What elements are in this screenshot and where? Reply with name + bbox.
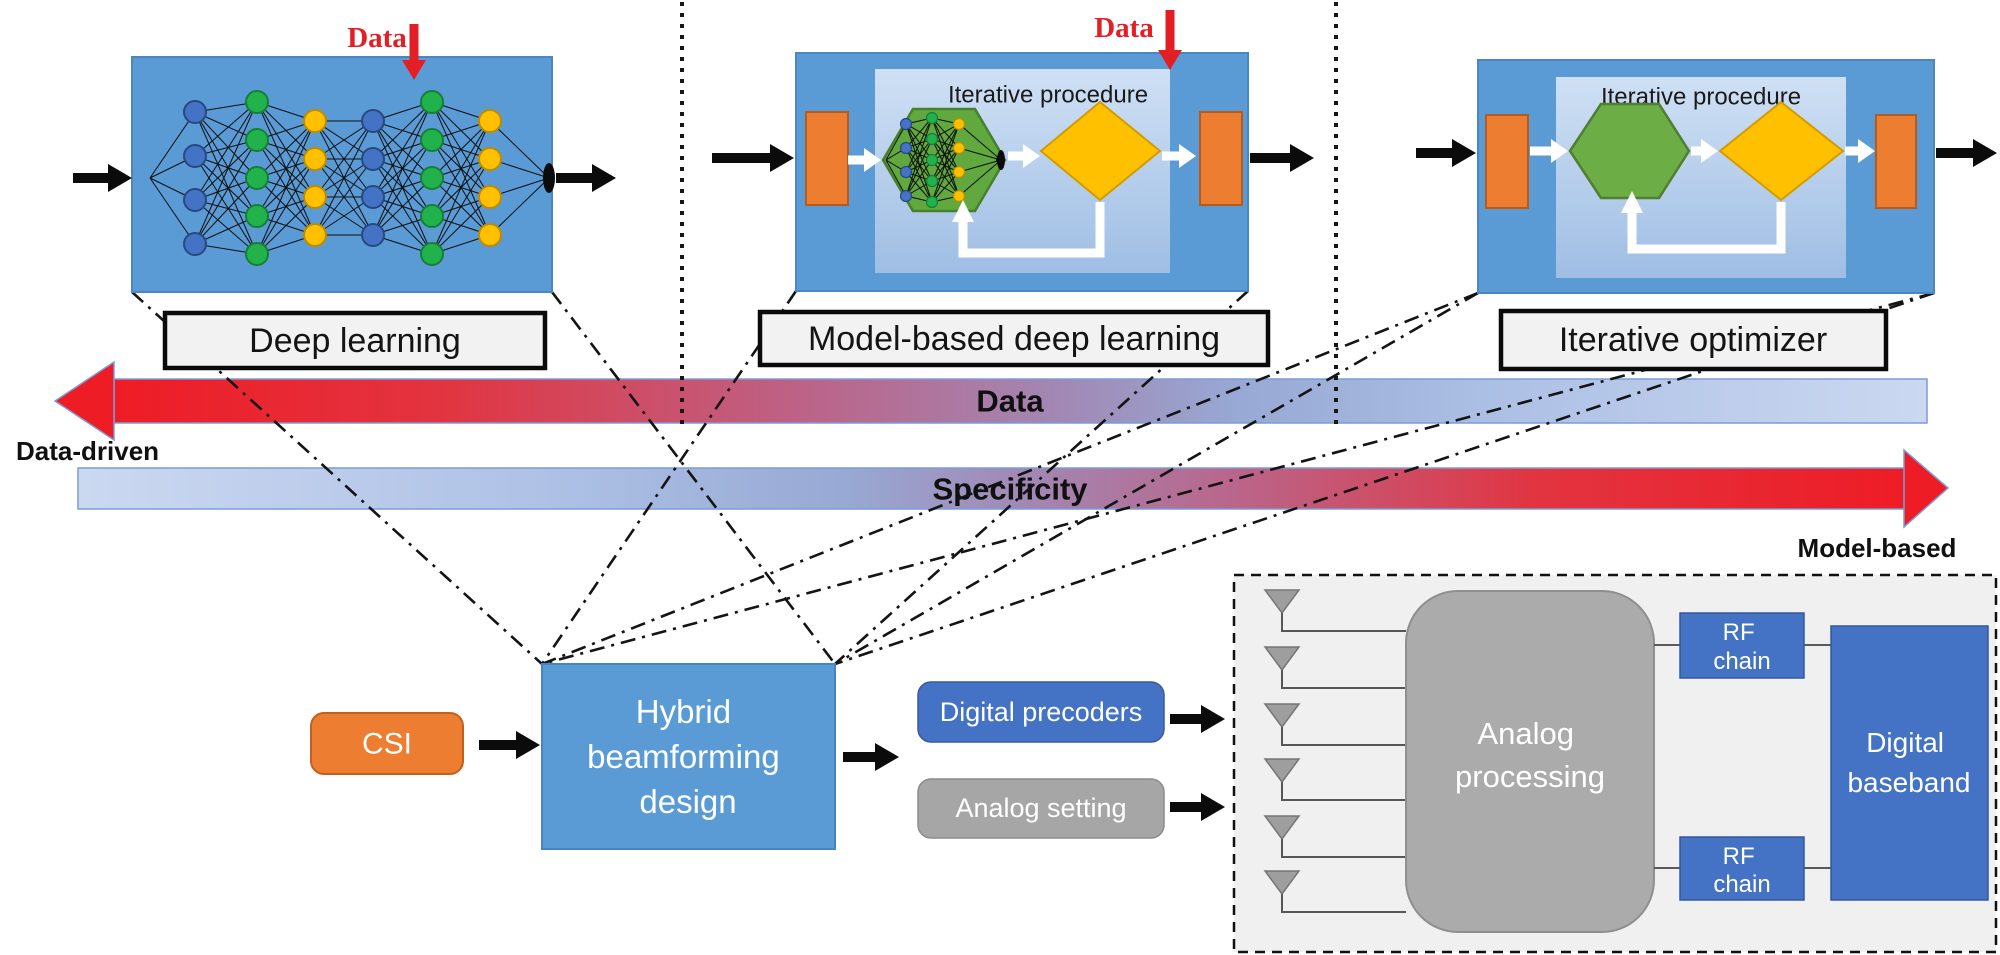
csi-box: CSI bbox=[310, 712, 464, 775]
digital-baseband-line1: Digital bbox=[1866, 727, 1944, 758]
decision-diamond-icon bbox=[1039, 100, 1162, 202]
hybrid-label-line1: Hybrid bbox=[636, 693, 731, 730]
data-axis-label: Data bbox=[976, 384, 1044, 419]
analog-setting-box: Analog setting bbox=[917, 778, 1165, 839]
hybrid-beamforming-design-box: Hybrid beamforming design bbox=[541, 663, 836, 850]
svg-text:Digital baseband: Digital baseband bbox=[1847, 727, 1970, 798]
rf-chain-bottom-line2: chain bbox=[1713, 871, 1770, 898]
specificity-axis-bar: Specificity bbox=[77, 448, 1950, 529]
flow-arrow-icons bbox=[73, 139, 1997, 821]
digital-baseband-box: Digital baseband bbox=[1830, 625, 1989, 901]
converge-node-icon bbox=[543, 163, 555, 193]
iterative-procedure-label-1: Iterative procedure bbox=[948, 82, 1148, 109]
hybrid-label-line3: design bbox=[639, 783, 736, 820]
digital-baseband-line2: baseband bbox=[1847, 767, 1970, 798]
data-axis-bar: Data bbox=[53, 360, 1928, 442]
analog-processing-block bbox=[1405, 590, 1655, 933]
data-axis-left-arrowhead-icon bbox=[53, 360, 115, 442]
analog-setting-label: Analog setting bbox=[955, 793, 1126, 823]
svg-text:RF chain: RF chain bbox=[1713, 843, 1770, 898]
svg-text:Hybrid beamforming: Hybrid beamforming design bbox=[587, 693, 789, 820]
model-based-label: Model-based bbox=[1798, 533, 1957, 563]
antenna-array bbox=[1263, 589, 1406, 913]
output-layer-block bbox=[1875, 114, 1917, 209]
csi-label: CSI bbox=[362, 728, 412, 761]
stage-arrow-icons bbox=[848, 139, 1875, 172]
specificity-axis-label: Specificity bbox=[932, 472, 1088, 507]
hybrid-label-line2: beamforming bbox=[587, 738, 780, 775]
neural-network-figure bbox=[149, 90, 550, 266]
data-driven-label: Data-driven bbox=[16, 436, 159, 466]
analog-processing-line1: Analog bbox=[1477, 716, 1574, 751]
input-layer-block bbox=[805, 111, 849, 206]
optimizer-hexagon-icon bbox=[1568, 102, 1691, 200]
rf-chain-bottom-line1: RF bbox=[1723, 843, 1755, 870]
feedback-loop-arrow-icon bbox=[1627, 202, 1786, 254]
model-based-caption-text: Model-based deep learning bbox=[808, 320, 1220, 358]
rf-chain-box-top: RF chain bbox=[1679, 612, 1805, 679]
model-based-deep-learning-caption: Model-based deep learning bbox=[757, 309, 1271, 368]
antenna-icon bbox=[1263, 758, 1406, 801]
mini-neural-network-figure bbox=[885, 111, 1002, 209]
feedback-arrowhead-icon bbox=[1621, 191, 1643, 213]
decision-diamond-icon bbox=[1718, 100, 1845, 202]
antenna-icon bbox=[1263, 870, 1406, 913]
transceiver-panel: Analog processing RF chain RF chain Digi… bbox=[1232, 573, 1998, 954]
feedback-arrowhead-icon bbox=[952, 200, 974, 222]
deep-learning-caption: Deep learning bbox=[162, 310, 548, 371]
iterative-optimizer-box: Iterative procedure bbox=[1477, 59, 1935, 294]
specificity-axis-right-arrowhead-icon bbox=[1903, 448, 1950, 529]
feedback-loop-arrow-icon bbox=[958, 202, 1105, 258]
rf-chain-top-line2: chain bbox=[1713, 648, 1770, 675]
antenna-icon bbox=[1263, 815, 1406, 858]
digital-precoders-box: Digital precoders bbox=[917, 681, 1165, 743]
iterative-optimizer-caption: Iterative optimizer bbox=[1498, 308, 1889, 372]
antenna-icon bbox=[1263, 589, 1406, 632]
analog-processing-line2: processing bbox=[1455, 759, 1605, 794]
mapping-lines bbox=[131, 290, 1935, 666]
deep-learning-caption-text: Deep learning bbox=[249, 322, 461, 360]
svg-text:RF chain: RF chain bbox=[1713, 619, 1770, 675]
iterative-optimizer-caption-text: Iterative optimizer bbox=[1559, 321, 1827, 359]
input-layer-block bbox=[1485, 114, 1529, 209]
antenna-icon bbox=[1263, 703, 1406, 746]
deep-learning-box bbox=[131, 56, 555, 293]
converge-node-icon bbox=[997, 150, 1005, 170]
svg-text:Analog processing: Analog processing bbox=[1455, 716, 1605, 794]
model-based-deep-learning-box: Iterative procedure bbox=[795, 52, 1249, 292]
digital-precoders-label: Digital precoders bbox=[940, 697, 1143, 727]
data-input-annotation-1: Data bbox=[347, 22, 407, 54]
rf-chain-top-line1: RF bbox=[1723, 619, 1755, 646]
rf-chain-box-bottom: RF chain bbox=[1679, 836, 1805, 901]
antenna-icon bbox=[1263, 646, 1406, 689]
output-layer-block bbox=[1199, 111, 1243, 206]
data-input-arrow-icons bbox=[402, 10, 1182, 80]
data-input-annotation-2: Data bbox=[1094, 12, 1154, 44]
